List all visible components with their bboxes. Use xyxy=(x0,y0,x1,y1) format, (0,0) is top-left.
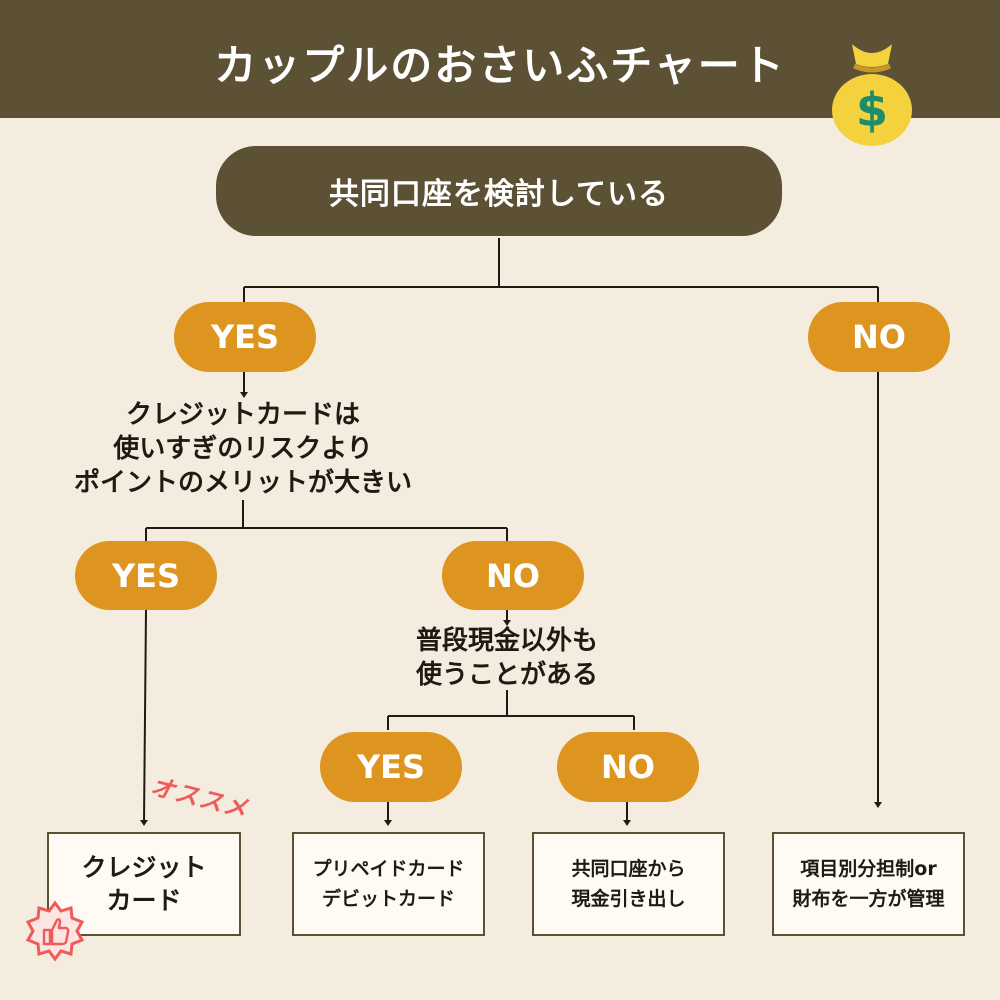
result-joint-line-2: 現金引き出し xyxy=(571,888,686,910)
branch3-no-label: NO xyxy=(601,748,655,786)
money-bag-icon: $ xyxy=(832,44,912,146)
branch1-no-pill: NO xyxy=(808,302,950,372)
header-bar: カップルのおさいふチャート xyxy=(0,0,1000,118)
result-joint-line-1: 共同口座から xyxy=(571,858,686,880)
start-node: 共同口座を検討している xyxy=(216,146,782,236)
svg-text:$: $ xyxy=(856,83,888,137)
result-joint-cash: 共同口座から 現金引き出し xyxy=(532,832,725,936)
question-2-line-1: 普段現金以外も xyxy=(415,626,598,656)
question-2-line-2: 使うことがある xyxy=(415,660,598,690)
question-1-line-2: 使いすぎのリスクより xyxy=(113,434,373,464)
result-prepaid-line-2: デビットカード xyxy=(321,888,455,910)
result-prepaid-debit: プリペイドカード デビットカード xyxy=(292,832,485,936)
branch2-no-pill: NO xyxy=(442,541,584,610)
result-split-management: 項目別分担制or 財布を一方が管理 xyxy=(772,832,965,936)
thumbs-up-icon xyxy=(25,900,85,962)
question-1: クレジットカードは 使いすぎのリスクより ポイントのメリットが大きい xyxy=(30,398,456,500)
branch2-no-label: NO xyxy=(486,556,540,595)
result-credit-line-1: クレジット xyxy=(81,853,207,882)
branch3-yes-pill: YES xyxy=(320,732,462,802)
branch1-yes-pill: YES xyxy=(174,302,316,372)
question-1-line-1: クレジットカードは xyxy=(125,400,360,430)
result-split-line-1: 項目別分担制or xyxy=(800,858,937,880)
result-credit-card: クレジット カード xyxy=(47,832,241,936)
page-title: カップルのおさいふチャート xyxy=(214,41,786,90)
branch1-no-label: NO xyxy=(852,318,906,356)
branch2-yes-label: YES xyxy=(111,556,181,595)
branch1-yes-label: YES xyxy=(210,318,280,356)
result-credit-line-2: カード xyxy=(106,886,182,915)
result-prepaid-line-1: プリペイドカード xyxy=(312,858,465,880)
branch3-no-pill: NO xyxy=(557,732,699,802)
branch2-yes-pill: YES xyxy=(75,541,217,610)
result-split-line-2: 財布を一方が管理 xyxy=(792,888,945,910)
branch3-yes-label: YES xyxy=(356,748,426,786)
start-label: 共同口座を検討している xyxy=(328,177,670,212)
question-1-line-3: ポイントのメリットが大きい xyxy=(73,468,412,498)
question-2: 普段現金以外も 使うことがある xyxy=(356,624,658,692)
